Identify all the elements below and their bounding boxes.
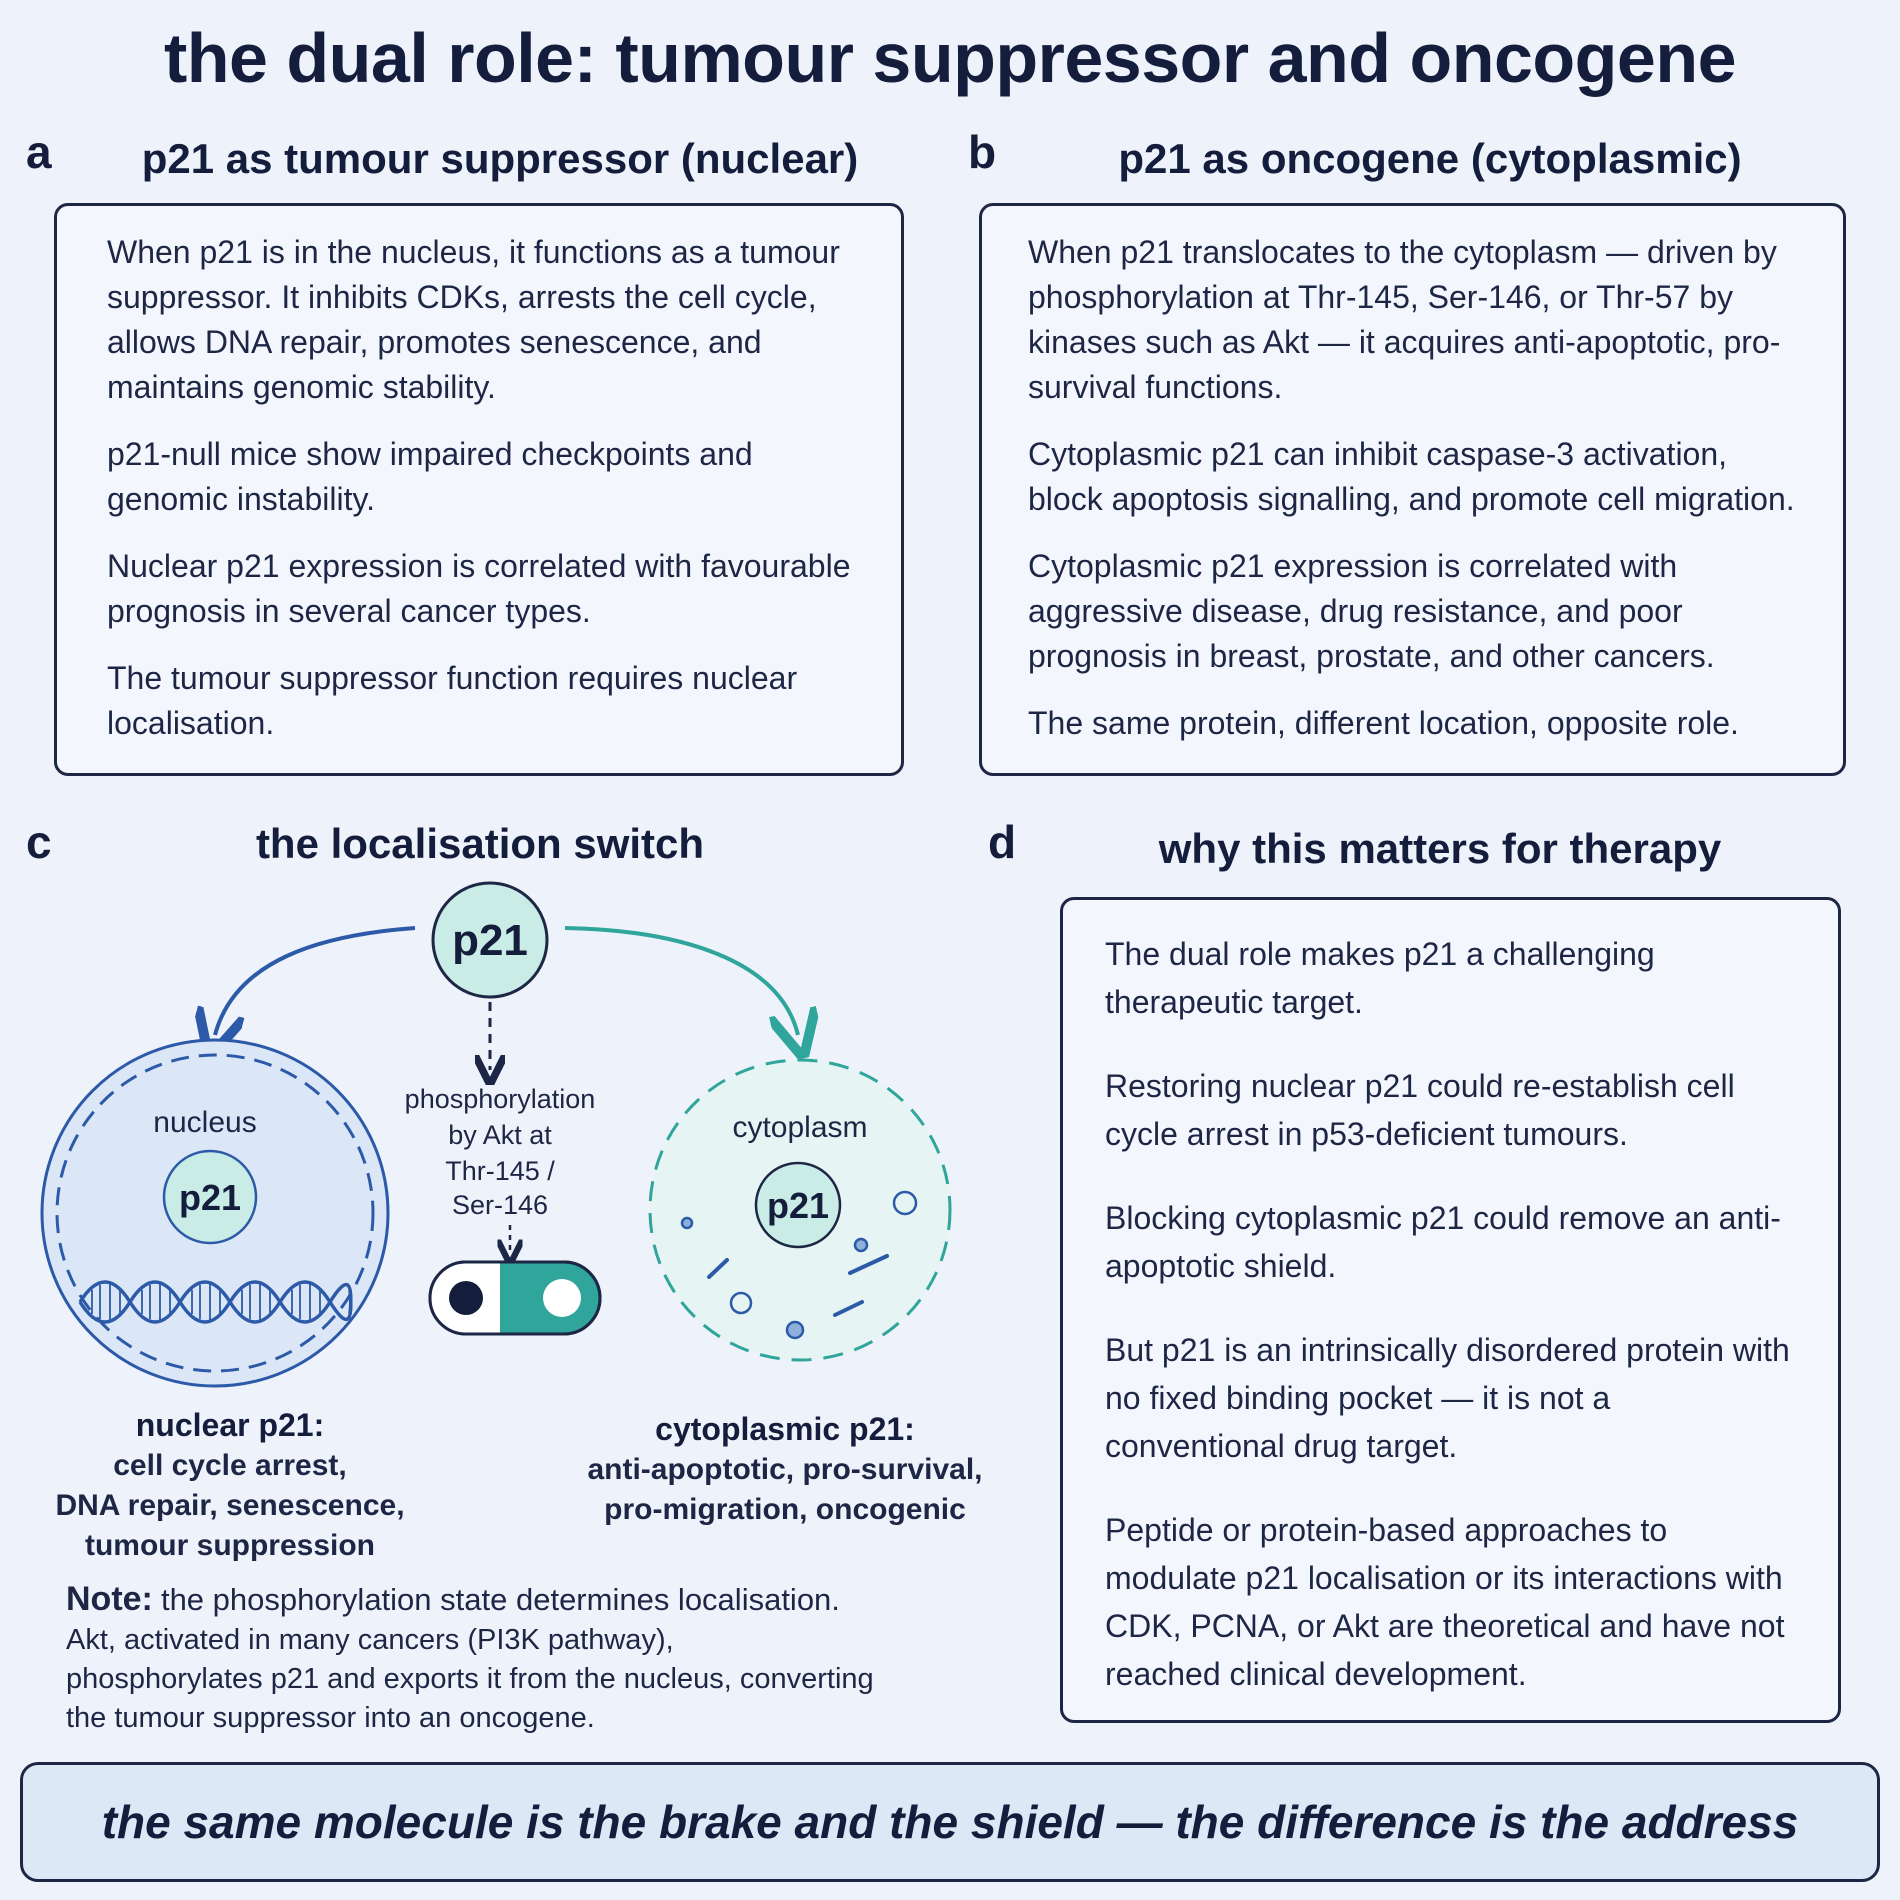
nuclear-caption-line-2: DNA repair, senescence, <box>55 1489 405 1522</box>
arrow-to-nucleus <box>215 926 416 1035</box>
panel-a-heading: p21 as tumour suppressor (nuclear) <box>141 135 859 182</box>
nuclear-caption: cell cycle arrest, DNA repair, senescenc… <box>30 1446 430 1566</box>
panel-d-paragraph-1: The dual role makes p21 a challenging th… <box>1105 936 1655 1020</box>
panel-d-letter: d <box>988 816 1017 868</box>
panel-d-paragraph-3: Blocking cytoplasmic p21 could remove an… <box>1105 1200 1781 1284</box>
nucleus-compartment: nucleus p21 <box>40 1038 390 1388</box>
cytoplasmic-caption-title: cytoplasmic p21: <box>655 1411 915 1447</box>
main-title: the dual role: tumour suppressor and onc… <box>163 19 1737 97</box>
nuclear-caption-line-3: tumour suppression <box>84 1529 376 1562</box>
panel-b-heading: p21 as oncogene (cytoplasmic) <box>1118 135 1742 182</box>
cytoplasmic-caption-line-1: anti-apoptotic, pro-survival, <box>587 1453 983 1486</box>
panel-a-paragraph-2: p21-null mice show impaired checkpoints … <box>107 436 753 517</box>
panel-a-box: When p21 is in the nucleus, it functions… <box>54 203 904 776</box>
panel-b-paragraph-3: Cytoplasmic p21 expression is correlated… <box>1028 548 1715 674</box>
panel-b-paragraph-1: When p21 translocates to the cytoplasm —… <box>1028 234 1781 405</box>
cytoplasm-compartment: cytoplasm p21 <box>648 1058 952 1362</box>
panel-a-paragraph-3: Nuclear p21 expression is correlated wit… <box>107 548 851 629</box>
cytoplasmic-caption-line-2: pro-migration, oncogenic <box>604 1493 966 1526</box>
nucleus-label: nucleus <box>153 1106 256 1139</box>
nuclear-caption-title: nuclear p21: <box>135 1407 325 1443</box>
panel-b-letter: b <box>968 126 997 178</box>
switch-label-line-4: Ser-146 <box>452 1190 548 1220</box>
panel-d-paragraph-4: But p21 is an intrinsically disordered p… <box>1105 1332 1790 1464</box>
nuclear-caption-line-1: cell cycle arrest, <box>113 1449 347 1482</box>
note: Note: the phosphorylation state determin… <box>66 1580 876 1738</box>
dna-helix-icon <box>78 1280 353 1324</box>
localisation-switch-diagram: p21 phosphorylation by Akt at Thr-145 / … <box>40 881 952 1388</box>
switch-label-line-1: phosphorylation <box>405 1084 596 1114</box>
cytoplasmic-caption: anti-apoptotic, pro-survival, pro-migrat… <box>580 1450 990 1530</box>
panel-d-heading: why this matters for therapy <box>1158 825 1722 872</box>
panel-b-paragraph-2: Cytoplasmic p21 can inhibit caspase-3 ac… <box>1028 436 1795 517</box>
note-label: Note: <box>66 1580 153 1618</box>
toggle-switch-icon <box>428 1260 602 1336</box>
panel-b-box: When p21 translocates to the cytoplasm —… <box>979 203 1846 776</box>
panel-a-letter: a <box>26 126 52 178</box>
center-p21-protein: p21 <box>431 881 549 999</box>
switch-label-line-3: Thr-145 / <box>445 1156 555 1186</box>
cytoplasm-particles <box>680 1190 918 1340</box>
panel-d-box: The dual role makes p21 a challenging th… <box>1060 897 1841 1723</box>
panel-d-paragraph-5: Peptide or protein-based approaches to m… <box>1105 1512 1785 1692</box>
panel-c-letter: c <box>26 816 52 868</box>
arrow-to-cytoplasm <box>564 926 798 1035</box>
cytoplasm-label: cytoplasm <box>732 1111 867 1144</box>
footer-banner: the same molecule is the brake and the s… <box>20 1762 1880 1882</box>
panel-c-heading: the localisation switch <box>255 820 705 867</box>
panel-a-paragraph-4: The tumour suppressor function requires … <box>107 660 798 741</box>
panel-a-paragraph-1: When p21 is in the nucleus, it functions… <box>107 234 840 405</box>
footer-text: the same molecule is the brake and the s… <box>101 1796 1799 1848</box>
switch-label-line-2: by Akt at <box>448 1120 552 1150</box>
panel-b-paragraph-4: The same protein, different location, op… <box>1028 705 1739 741</box>
panel-d-paragraph-2: Restoring nuclear p21 could re-establish… <box>1105 1068 1735 1152</box>
note-rest: Akt, activated in many cancers (PI3K pat… <box>66 1624 874 1734</box>
cytoplasmic-p21-label: p21 <box>767 1185 829 1226</box>
center-p21-label: p21 <box>452 916 528 965</box>
note-first: the phosphorylation state determines loc… <box>160 1582 840 1617</box>
nuclear-p21-label: p21 <box>179 1177 241 1218</box>
